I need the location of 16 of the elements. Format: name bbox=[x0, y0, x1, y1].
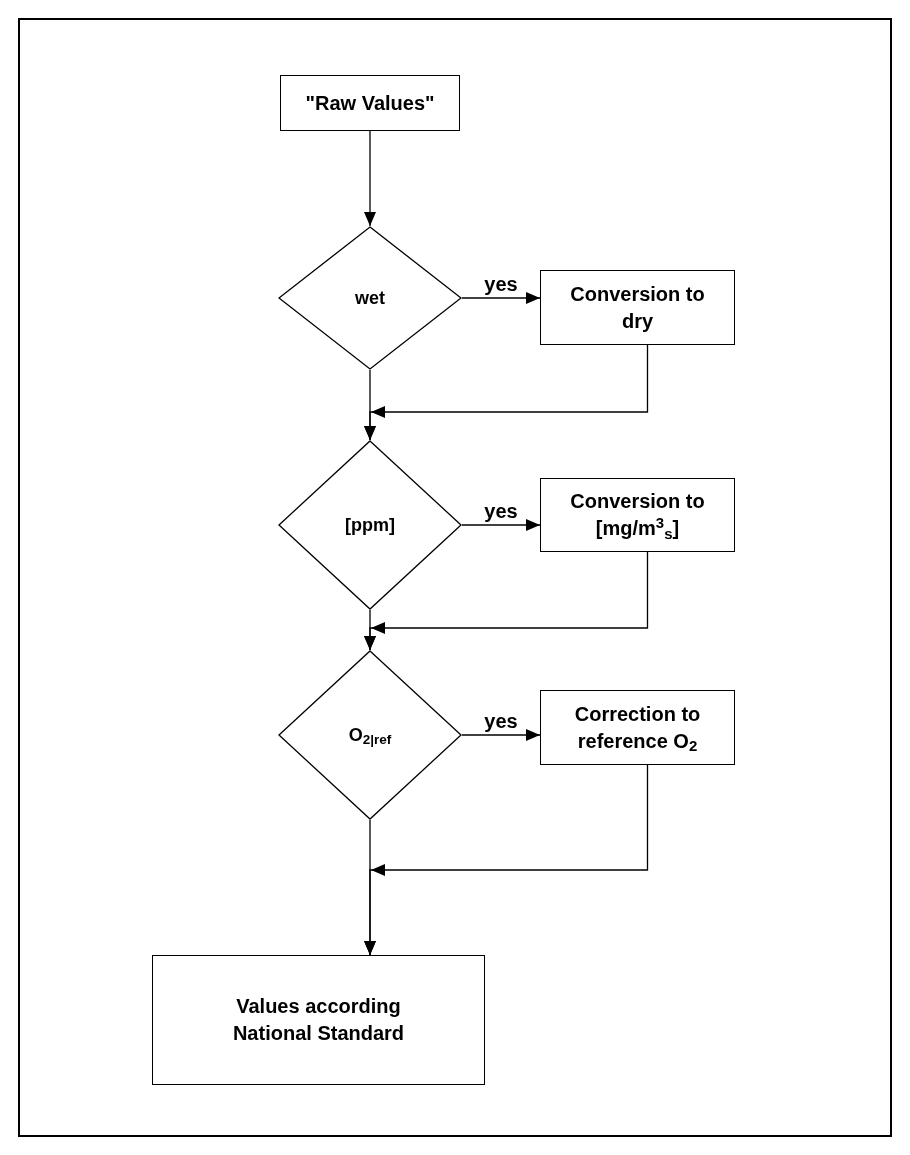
process-box bbox=[540, 690, 735, 765]
process-box bbox=[540, 270, 735, 345]
node-text: [ppm] bbox=[344, 513, 396, 537]
node-text: Correction to reference O$_{2}$ bbox=[573, 701, 702, 755]
node-text: "Raw Values" bbox=[304, 90, 436, 116]
node-text: wet bbox=[354, 286, 386, 310]
decision-diamond bbox=[278, 650, 462, 820]
process-box bbox=[280, 75, 460, 131]
decision-diamond bbox=[278, 440, 462, 610]
decision-diamond bbox=[278, 226, 462, 370]
node-text: Conversion to [mg/m$^{3}$$_{s}$] bbox=[569, 489, 706, 542]
node-text: Conversion to dry bbox=[569, 281, 706, 334]
process-box bbox=[540, 478, 735, 552]
process-box bbox=[152, 955, 485, 1085]
node-text: O$_{2|ref}$ bbox=[347, 723, 393, 748]
node-text: Values according National Standard bbox=[231, 994, 406, 1046]
